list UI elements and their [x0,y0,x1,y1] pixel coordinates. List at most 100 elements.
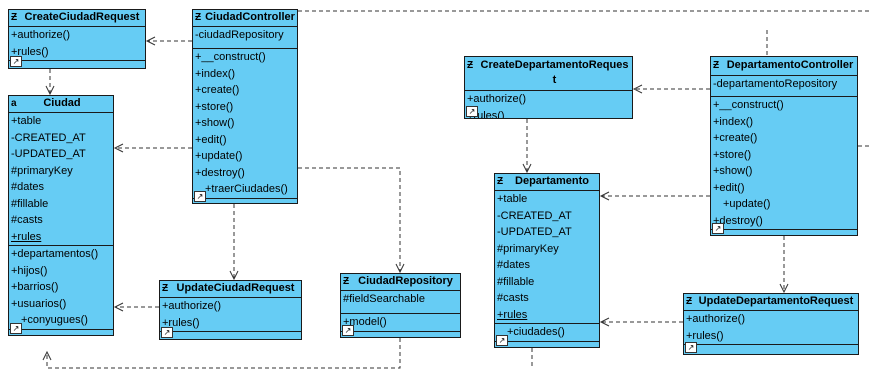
arrowhead [779,283,789,294]
method: +authorize() [162,300,222,312]
attribute: -CREATED_AT [11,131,86,144]
arrowhead [145,36,156,46]
attribute: #fieldSearchable [343,293,425,305]
method: +show() [195,117,235,129]
method: +update() [723,198,771,210]
class-icon: Ƶ [162,283,169,294]
dependency-line [298,167,401,272]
class-departamento-controller[interactable]: Ƶ DepartamentoController -departamentoRep… [710,56,858,236]
method: +usuarios() [11,297,67,310]
arrowhead [113,143,124,153]
method: +__construct() [713,99,784,111]
class-icon: Ƶ [11,12,18,23]
class-icon: Ƶ [467,60,474,71]
arrowhead [229,270,239,281]
method: +create() [195,84,240,96]
class-name: DepartamentoController [726,59,854,71]
attribute: +rules [9,229,113,246]
class-icon: Ƶ [686,296,693,307]
dependency-line [46,338,401,369]
arrowhead [113,302,124,312]
attribute: -UPDATED_AT [11,148,86,160]
class-icon: Ƶ [195,12,202,23]
method: +departamentos() [11,248,99,260]
attribute: #dates [11,181,45,193]
method: +rules() [686,329,724,342]
abstract-class-icon: a [11,98,17,109]
method: +hijos() [11,264,48,277]
method: +show() [713,165,753,177]
method: +ciudades() [507,326,565,338]
class-name: UpdateCiudadRequest [176,282,295,294]
attribute: #casts [11,214,43,226]
method: +authorize() [11,29,71,41]
attribute: #casts [497,292,529,304]
method: +create() [713,132,758,144]
link-icon: ↗ [342,325,354,336]
attribute: #primaryKey [497,242,559,255]
arrowhead [45,85,55,96]
method: +index() [713,115,754,128]
static-attribute: +rules [11,230,42,243]
attribute: -CREATED_AT [497,209,572,222]
class-name: CiudadController [205,11,295,23]
link-icon: ↗ [466,106,478,117]
class-name: CreateDepartamentoRequest [480,59,629,86]
method: +rules() [11,45,49,58]
method: +__construct() [195,51,266,63]
link-icon: ↗ [194,191,206,202]
class-name: UpdateDepartamentoRequest [698,295,854,307]
link-icon: ↗ [496,335,508,346]
class-ciudad[interactable]: a Ciudad +table -CREATED_AT -UPDATED_AT #… [8,95,114,336]
method: +authorize() [686,313,746,325]
arrowhead [632,84,643,94]
attribute: +rules [495,307,599,324]
method: +edit() [195,133,227,146]
attribute: -departamentoRepository [713,78,838,90]
attribute: #primaryKey [11,164,73,177]
class-name: Ciudad [43,97,81,109]
attribute: +table [11,115,42,127]
arrowhead [599,317,610,327]
link-icon: ↗ [712,223,724,234]
static-attribute: +rules [497,308,528,321]
method: +barrios() [11,281,59,293]
method: +destroy() [713,214,763,227]
class-create-ciudad-request[interactable]: Ƶ CreateCiudadRequest +authorize() +rules… [8,9,146,69]
class-name: CiudadRepository [358,275,453,287]
attribute: #fillable [497,275,535,288]
attribute: +table [497,193,528,205]
method: +index() [195,67,236,80]
method: +rules() [467,109,505,119]
attribute: #fillable [11,197,49,210]
method: +authorize() [467,93,527,105]
link-icon: ↗ [685,342,697,353]
class-icon: Ƶ [343,276,350,287]
class-name: CreateCiudadRequest [24,11,140,23]
attribute: -ciudadRepository [195,29,284,41]
method: +store() [713,148,752,161]
method: +update() [195,150,243,162]
method: +store() [195,100,234,113]
class-icon: Ƶ [713,60,720,71]
method: +conyugues() [21,314,88,326]
link-icon: ↗ [10,323,22,334]
arrowhead [42,350,52,361]
link-icon: ↗ [10,56,22,67]
method: +destroy() [195,166,245,179]
arrowhead [522,163,532,174]
attribute: -UPDATED_AT [497,226,572,238]
link-icon: ↗ [161,327,173,338]
method: +traerCiudades() [205,183,288,195]
arrowhead [395,263,405,274]
arrowhead [599,191,610,201]
class-icon: Ƶ [497,176,504,187]
